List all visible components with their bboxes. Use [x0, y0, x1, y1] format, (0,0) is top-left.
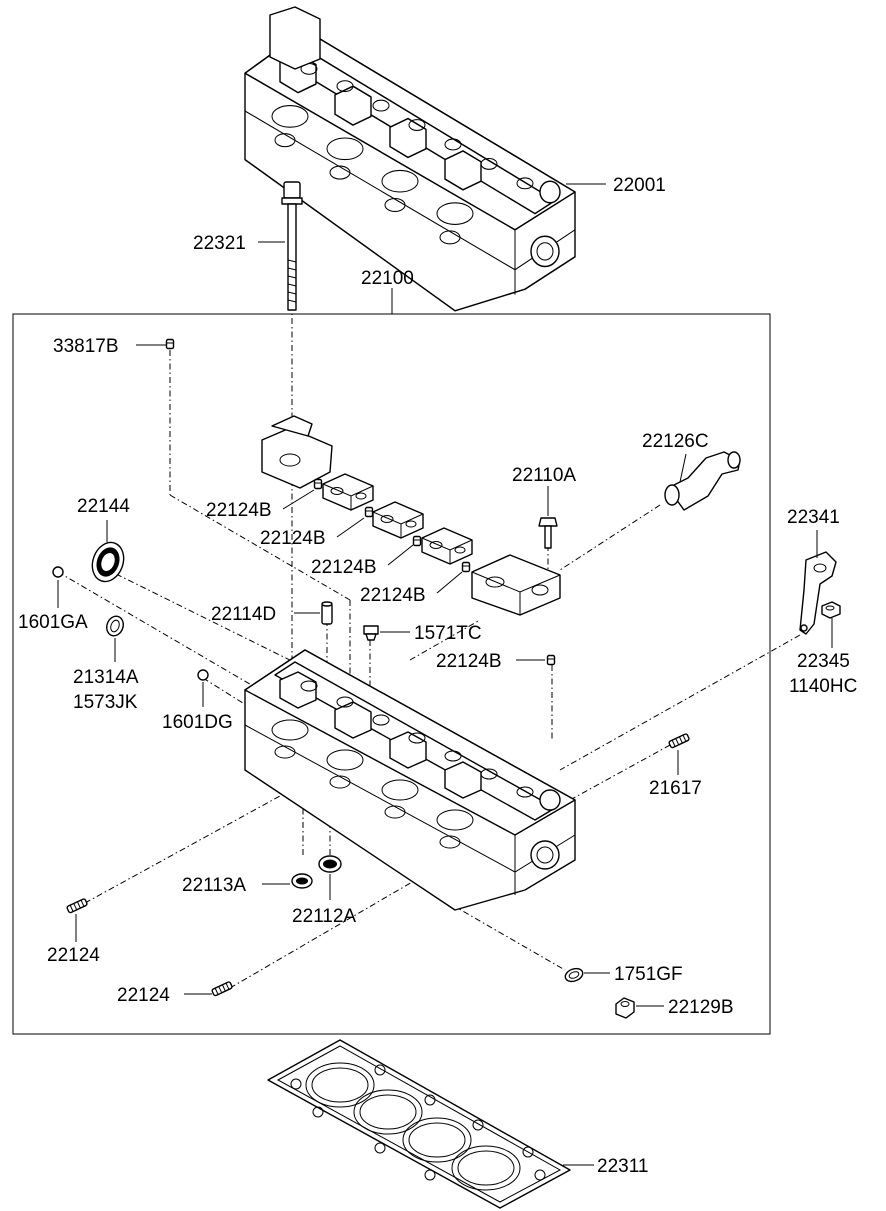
plug-part: [165, 338, 175, 350]
label-22311: 22311: [597, 1156, 648, 1177]
engine-hanger-bracket: [799, 551, 837, 635]
ball-plug: [52, 566, 64, 578]
label-22144: 22144: [77, 496, 130, 517]
cam-cover-end: [269, 6, 321, 70]
label-22124B-3: 22124B: [311, 557, 377, 578]
label-22341: 22341: [787, 507, 840, 528]
ball-plug-2: [197, 669, 209, 681]
rear-bearing-cap: [471, 554, 561, 616]
head-bolt: [281, 181, 303, 311]
label-1573JK: 1573JK: [73, 692, 138, 713]
label-1601GA: 1601GA: [18, 612, 88, 633]
dowel-4: [461, 561, 471, 573]
head-gasket: [267, 1039, 571, 1209]
label-22124-2: 22124: [117, 985, 170, 1006]
cylinder-head: [244, 649, 576, 911]
label-leaders: [57, 183, 833, 1166]
label-22124B-4: 22124B: [360, 585, 426, 606]
gasket-ring: [564, 967, 584, 983]
washer-large: [318, 855, 342, 873]
label-21617: 21617: [649, 778, 702, 799]
label-22001: 22001: [613, 175, 666, 196]
cap-bolt: [538, 517, 558, 549]
bearing-cap-2: [372, 501, 424, 539]
label-22124B-5: 22124B: [436, 651, 502, 672]
stud-1: [65, 897, 89, 914]
label-22113A: 22113A: [182, 875, 246, 896]
flange-bolt: [615, 997, 635, 1019]
stud-2: [210, 980, 234, 997]
label-22129B: 22129B: [668, 997, 734, 1018]
label-22124B-2: 22124B: [260, 528, 326, 549]
label-22124-1: 22124: [47, 945, 100, 966]
label-1571TC: 1571TC: [414, 623, 482, 644]
label-1140HC: 1140HC: [789, 676, 857, 697]
bearing-cap-3: [421, 527, 473, 565]
oil-seal: [91, 541, 125, 583]
washer-small: [291, 873, 313, 889]
label-22126C: 22126C: [642, 431, 709, 452]
label-1751GF: 1751GF: [614, 964, 683, 985]
label-22110A: 22110A: [512, 465, 576, 486]
label-22124B-1: 22124B: [206, 500, 272, 521]
dowel-1: [313, 478, 323, 490]
part-labels: 22001 22321 22100 33817B 22126C 22110A 2…: [18, 175, 857, 1177]
dowel-5: [546, 654, 556, 666]
bearing-cap-1: [322, 473, 374, 511]
label-21314A: 21314A: [73, 667, 139, 688]
threaded-plug: [363, 625, 379, 641]
dowel-3: [412, 535, 422, 547]
label-33817B: 33817B: [53, 336, 119, 357]
stud-bolt: [667, 732, 691, 749]
label-1601DG: 1601DG: [162, 712, 233, 733]
front-bearing-cap: [261, 415, 333, 489]
water-fitting: [664, 451, 741, 511]
label-22345: 22345: [797, 651, 850, 672]
label-22114D: 22114D: [211, 604, 276, 625]
label-22112A: 22112A: [292, 906, 356, 927]
valve-guide: [321, 601, 333, 625]
seal-ring: [106, 615, 124, 637]
hanger-bolt: [821, 601, 841, 619]
label-22100: 22100: [361, 268, 414, 289]
dowel-2: [364, 506, 374, 518]
label-22321: 22321: [193, 233, 246, 254]
